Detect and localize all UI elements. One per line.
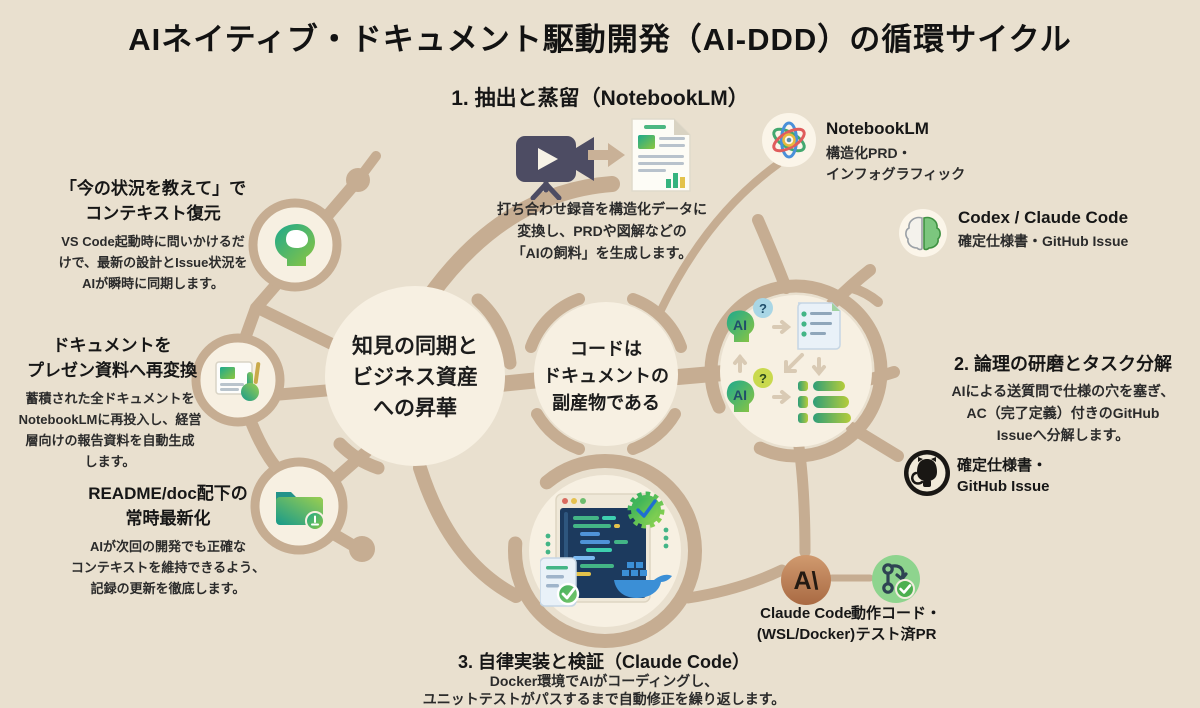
circle-text-line: コードは — [570, 339, 642, 359]
codex-name: Codex / Claude Code — [958, 208, 1129, 227]
branch-label: 動作コード・ テスト済PR — [851, 603, 941, 645]
folder-sync-icon — [276, 492, 325, 530]
gear-check-icon — [627, 491, 665, 529]
step2-body-line: AC（完了定義）付きのGitHub — [966, 405, 1160, 421]
svg-text:AI: AI — [733, 317, 747, 333]
feature-body-line: 層向けの報告資料を自動生成 — [25, 433, 195, 448]
arrow-right-icon — [588, 143, 625, 167]
feature-presentation-body: 蓄積された全ドキュメントを NotebookLMに再投入し、経営 層向けの報告資… — [19, 388, 202, 472]
circle-text-line: への昇華 — [373, 397, 457, 420]
step1-body: 打ち合わせ録音を構造化データに 変換し、PRDや図解などの 「AIの飼料」を生成… — [497, 198, 707, 264]
claude-label: Claude Code (WSL/Docker) — [757, 603, 855, 645]
git-branch-check-icon — [872, 555, 920, 603]
github-icon — [904, 450, 950, 496]
page-title: AIネイティブ・ドキュメント駆動開発（AI-DDD）の循環サイクル — [128, 22, 1072, 57]
step1-body-line: 「AIの飼料」を生成します。 — [511, 245, 693, 261]
head-brain-icon — [275, 224, 315, 266]
feature-context-title: 「今の状況を教えて」で コンテキスト復元 — [60, 176, 246, 226]
feature-body-line: AIが瞬時に同期します。 — [82, 276, 224, 291]
circle-text-line: 知見の同期と — [352, 335, 478, 358]
feature-readme-body: AIが次回の開発でも正確な コンテキストを維持できるよう、 記録の更新を徹底しま… — [71, 536, 265, 599]
step2-body-line: Issueへ分解します。 — [996, 427, 1130, 443]
ai-head-question-icon: AI ? — [726, 298, 773, 342]
claude-icon: A\ — [781, 555, 831, 605]
feature-title-line: コンテキスト復元 — [85, 204, 221, 223]
notebooklm-desc-line: 構造化PRD・ — [826, 145, 912, 161]
notebooklm-name: NotebookLM — [826, 119, 929, 138]
task-list-icon — [798, 381, 851, 423]
atom-icon — [772, 121, 806, 159]
feature-body-line: AIが次回の開発でも正確な — [89, 539, 247, 554]
brain-icon — [905, 216, 941, 251]
notebooklm-desc: 構造化PRD・ インフォグラフィック — [826, 143, 965, 185]
feature-body-line: 記録の更新を徹底します。 — [90, 581, 246, 596]
claude-label-line: Claude Code — [760, 605, 852, 622]
document-chart-icon — [631, 118, 691, 192]
node-code-circle — [534, 302, 678, 446]
claude-logo-glyph: A\ — [794, 567, 819, 595]
feature-context-body: VS Code起動時に問いかけるだ けで、最新の設計とIssue状況を AIが瞬… — [59, 231, 248, 294]
docker-whale-icon — [614, 562, 672, 598]
step1-body-line: 変換し、PRDや図解などの — [517, 223, 687, 239]
circle-text-line: 副産物である — [552, 393, 660, 413]
feature-title-line: README/doc配下の — [88, 484, 248, 503]
step3-body-line: Docker環境でAIがコーディングし、 — [489, 673, 719, 689]
step2-body: AIによる送質問で仕様の穴を塞ぎ、 AC（完了定義）付きのGitHub Issu… — [952, 380, 1175, 446]
github-output-label: 確定仕様書・ GitHub Issue — [957, 455, 1050, 497]
notebooklm-desc-line: インフォグラフィック — [826, 166, 966, 182]
feature-body-line: NotebookLMに再投入し、経営 — [18, 412, 202, 427]
feature-readme-title: README/doc配下の 常時最新化 — [88, 481, 248, 531]
circle-text-line: ドキュメントの — [543, 366, 669, 386]
cluster-arrows — [733, 320, 826, 404]
checklist-doc-icon — [797, 302, 841, 350]
svg-text:?: ? — [759, 371, 767, 386]
video-camera-icon — [516, 136, 594, 200]
code-circle-text: コードは ドキュメントの 副産物である — [543, 336, 669, 417]
step1-body-line: 打ち合わせ録音を構造化データに — [497, 201, 707, 217]
step1-title: 1. 抽出と蒸留（NotebookLM） — [451, 87, 749, 110]
branch-label-line: テスト済PR — [855, 626, 937, 643]
coding-verification-illustration — [540, 491, 672, 607]
step2-body-line: AIによる送質問で仕様の穴を塞ぎ、 — [951, 383, 1175, 399]
feature-body-line: VS Code起動時に問いかけるだ — [61, 234, 245, 249]
ai-refinement-illustration: AI ? AI ? — [726, 298, 851, 423]
test-checklist-icon — [540, 557, 580, 607]
step2-title: 2. 論理の研磨とタスク分解 — [953, 354, 1173, 374]
step3-title: 3. 自律実装と検証（Claude Code） — [457, 652, 751, 672]
branch-label-line: 動作コード・ — [850, 605, 942, 622]
feature-body-line: コンテキストを維持できるよう、 — [70, 560, 266, 575]
claude-label-line: (WSL/Docker) — [756, 626, 856, 643]
feature-title-line: 「今の状況を教えて」で — [59, 179, 247, 198]
svg-text:?: ? — [759, 301, 767, 316]
presentation-doc-icon — [215, 361, 261, 401]
step3-body: Docker環境でAIがコーディングし、 ユニットテストがパスするまで自動修正を… — [423, 672, 786, 708]
feature-body-line: 蓄積された全ドキュメントを — [25, 391, 195, 406]
knowledge-circle-text: 知見の同期と ビジネス資産 への昇華 — [352, 331, 478, 424]
github-label-line: 確定仕様書・ — [957, 457, 1048, 474]
feature-title-line: プレゼン資料へ再変換 — [27, 361, 197, 380]
feature-body-line: けで、最新の設計とIssue状況を — [58, 255, 248, 270]
ai-head-question-icon: AI ? — [726, 368, 773, 412]
codex-desc: 確定仕様書・GitHub Issue — [958, 233, 1129, 249]
decor-dots — [545, 527, 669, 555]
svg-text:AI: AI — [733, 387, 747, 403]
feature-title-line: 常時最新化 — [125, 509, 211, 528]
circle-text-line: ビジネス資産 — [352, 366, 478, 389]
feature-presentation-title: ドキュメントを プレゼン資料へ再変換 — [27, 333, 197, 383]
step3-body-line: ユニットテストがパスするまで自動修正を繰り返します。 — [422, 691, 786, 707]
feature-title-line: ドキュメントを — [52, 336, 172, 355]
node-knowledge-circle — [325, 286, 505, 466]
github-label-line: GitHub Issue — [957, 478, 1050, 495]
feature-body-line: します。 — [84, 454, 136, 469]
